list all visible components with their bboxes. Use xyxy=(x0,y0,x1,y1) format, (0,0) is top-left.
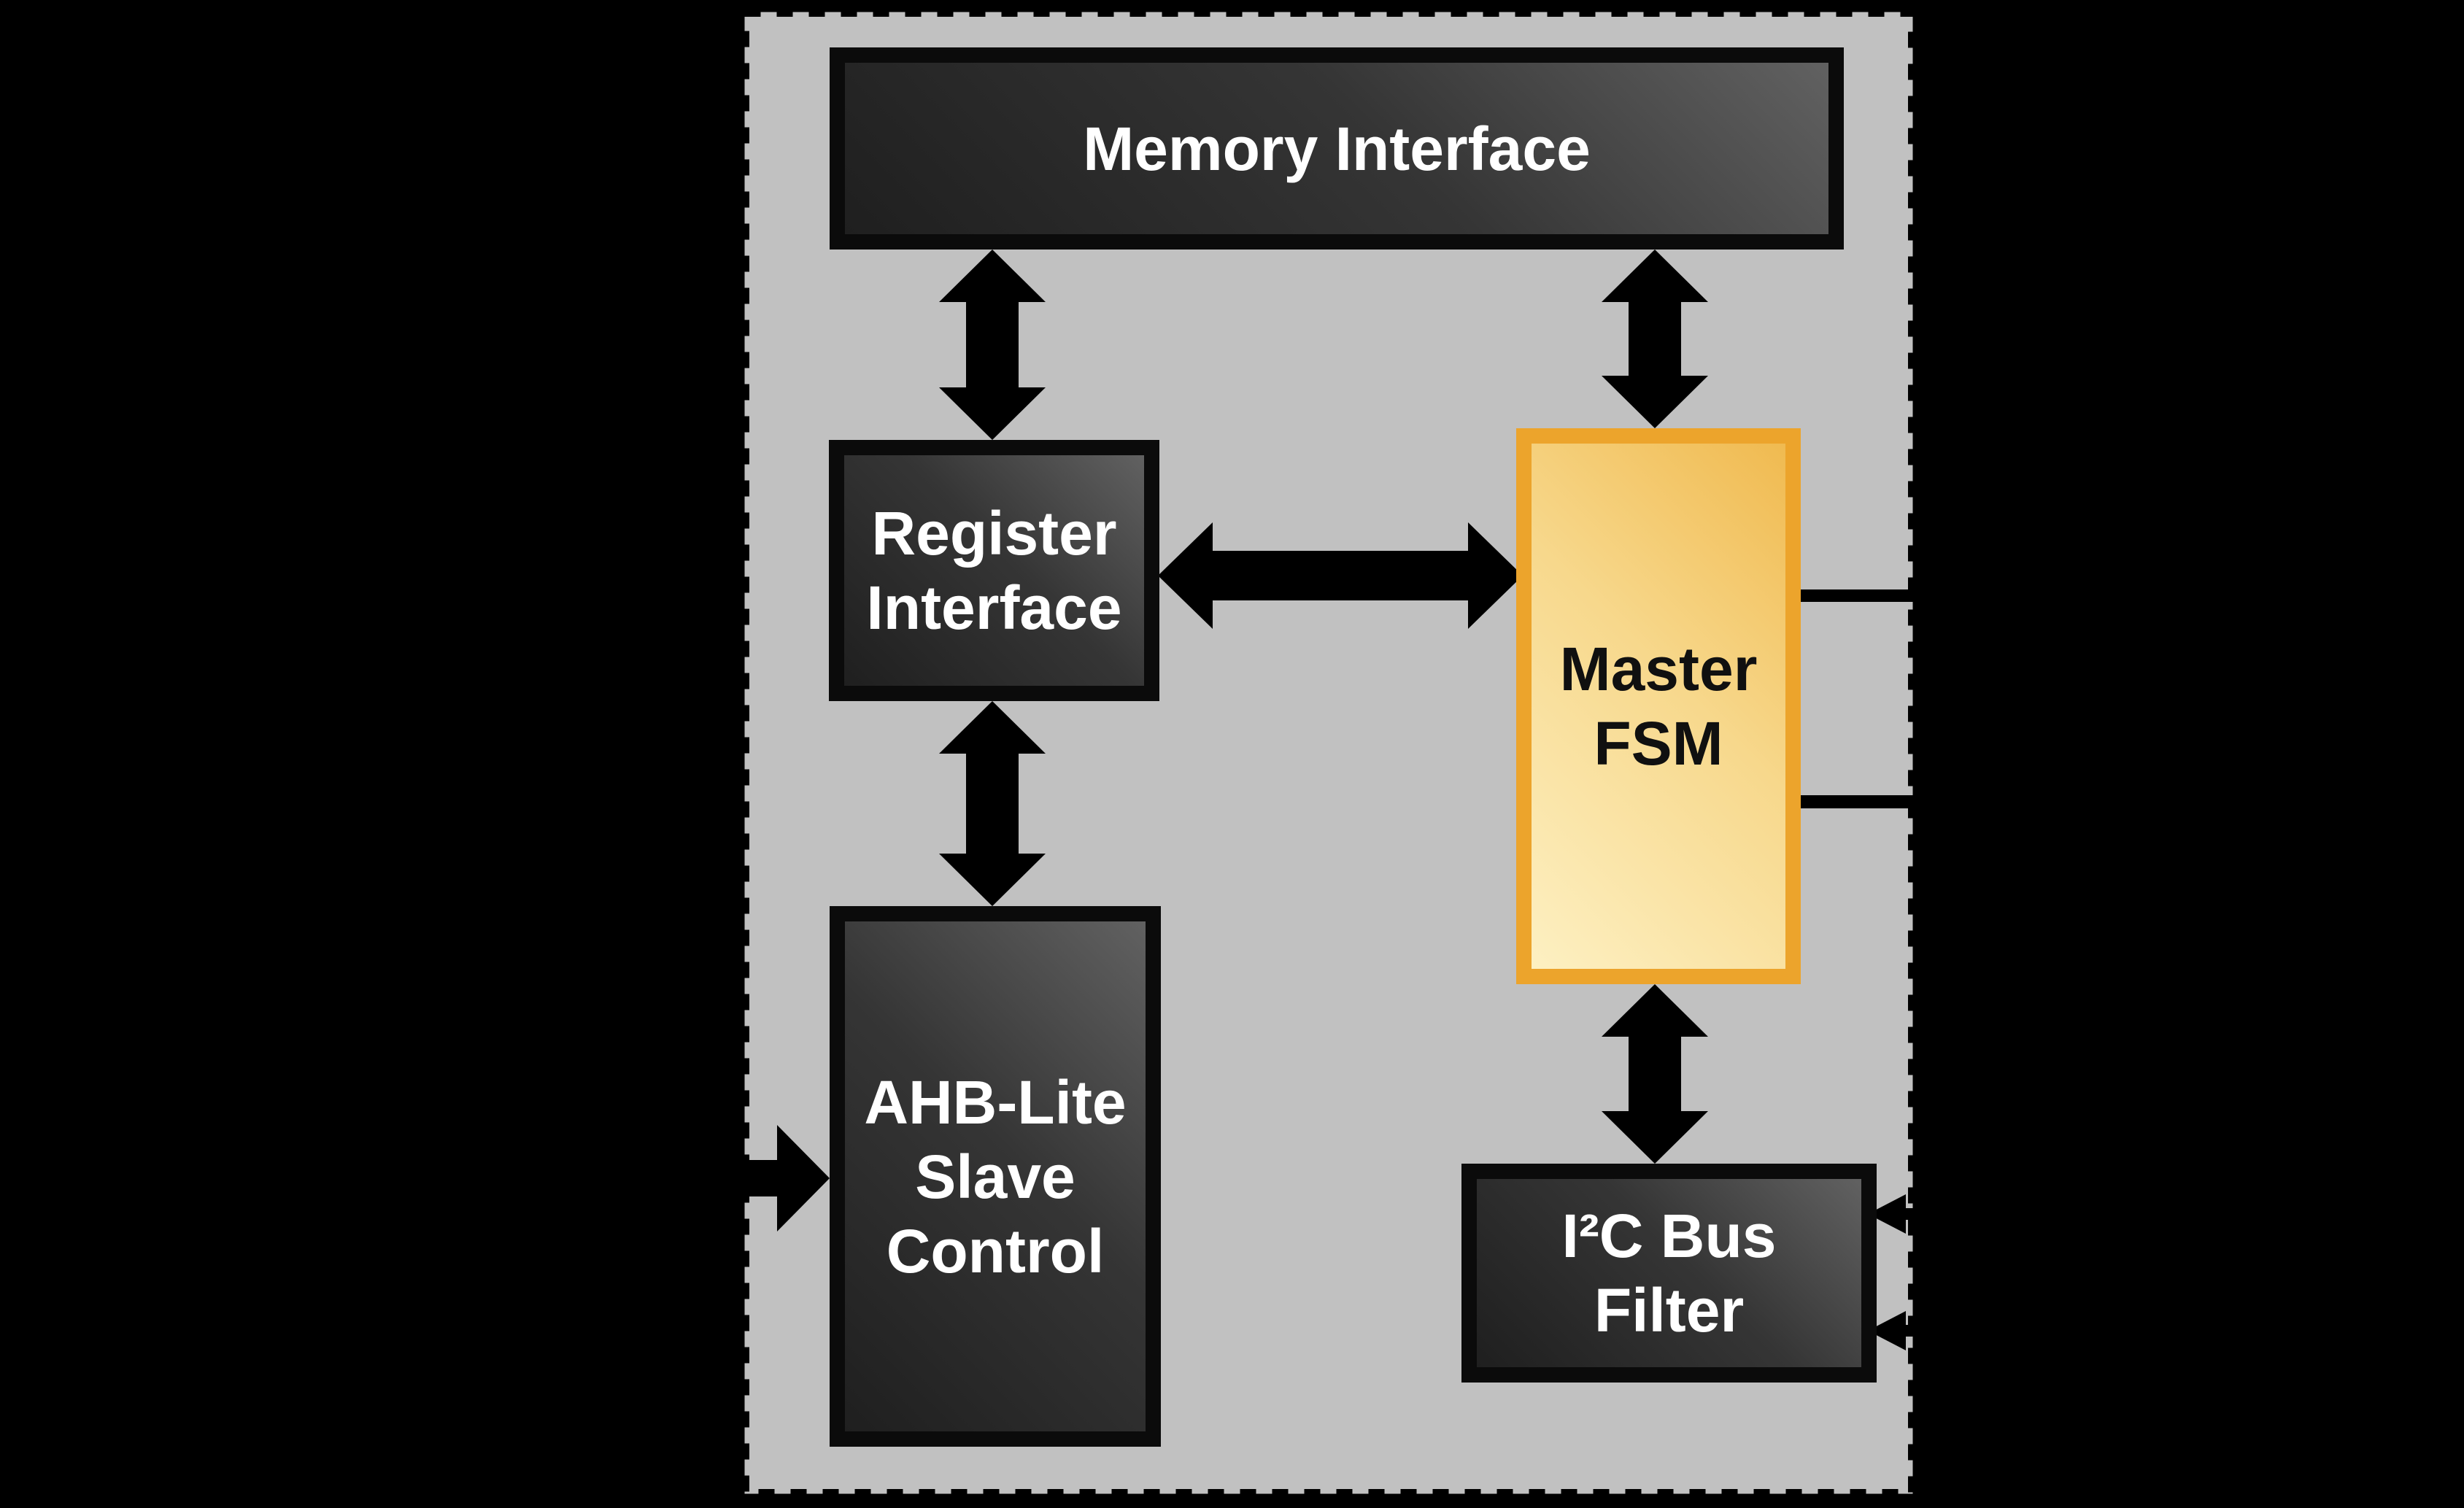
block-register-interface: Register Interface xyxy=(829,440,1159,701)
arrow-register-ahb xyxy=(939,701,1046,906)
connection-arrows xyxy=(719,250,1922,1350)
block-memory-interface: Memory Interface xyxy=(830,47,1844,250)
block-memory-interface-label: Memory Interface xyxy=(1083,114,1591,183)
block-register-interface-label: Register Interface xyxy=(866,499,1122,642)
block-i2c-bus-filter: I²C Bus Filter xyxy=(1461,1164,1877,1383)
module-boundary-dashed-border xyxy=(740,7,1917,1499)
arrow-memory-fsm xyxy=(1602,250,1708,428)
arrow-external-into-ahb xyxy=(719,1125,830,1231)
arrow-memory-register xyxy=(939,250,1046,440)
arrow-external-into-filter-lower xyxy=(1868,1311,1922,1350)
line-fsm-output-lower xyxy=(1788,795,1922,808)
block-ahb-lite-slave-control-label: AHB-Lite Slave Control xyxy=(864,1067,1127,1285)
arrow-register-fsm xyxy=(1158,522,1523,629)
line-fsm-output-upper xyxy=(1788,589,1922,602)
arrow-external-into-filter-upper xyxy=(1868,1194,1922,1234)
arrow-fsm-filter xyxy=(1602,984,1708,1164)
block-i2c-bus-filter-label: I²C Bus Filter xyxy=(1561,1202,1777,1345)
block-ahb-lite-slave-control: AHB-Lite Slave Control xyxy=(830,906,1161,1447)
block-master-fsm: Master FSM xyxy=(1516,428,1801,984)
block-master-fsm-label: Master FSM xyxy=(1559,635,1758,778)
